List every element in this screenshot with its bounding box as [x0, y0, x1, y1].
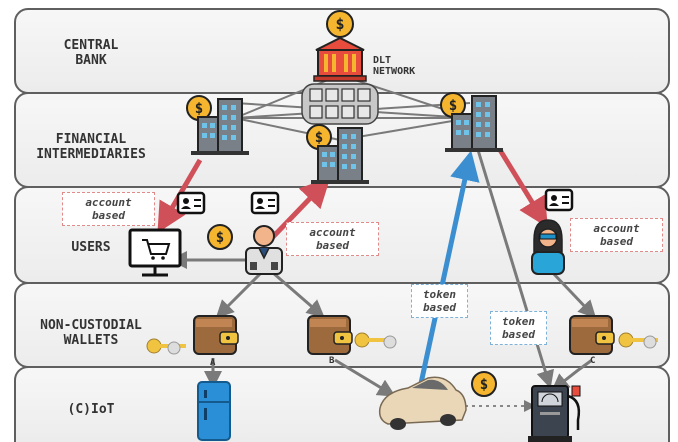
key-icon	[618, 332, 658, 349]
svg-text:$: $	[195, 101, 203, 117]
note-token-based-1: token based	[411, 284, 468, 318]
layer-label-iot: (C)IoT	[67, 402, 115, 417]
wallet-icon	[193, 315, 239, 355]
svg-text:$: $	[449, 98, 457, 114]
layer-label-users: USERS	[71, 240, 111, 255]
note-account-based-right: account based	[570, 218, 663, 252]
note-token-based-2: token based	[490, 311, 547, 345]
bank-building-icon: $	[306, 124, 369, 184]
token-arrow-blue	[417, 150, 480, 389]
layer-label-wallets: NON-CUSTODIAL WALLETS	[40, 318, 142, 348]
wallet-label-a: A	[210, 358, 216, 368]
shopping-terminal-icon	[128, 228, 182, 277]
bank-building-icon: $	[440, 92, 503, 152]
layer-label-financial-intermediaries: FINANCIAL INTERMEDIARIES	[36, 132, 146, 162]
dollar-coin-icon: $	[207, 224, 233, 250]
svg-text:$: $	[315, 130, 323, 146]
account-arrow-left	[157, 158, 203, 233]
user-to-wallet-a-arrow	[215, 270, 264, 319]
svg-text:$: $	[335, 15, 344, 33]
fuel-pump-icon	[528, 385, 581, 442]
account-arrow-mid	[268, 177, 331, 242]
note-account-based-left: account based	[62, 192, 155, 226]
central-bank-icon: $	[313, 10, 367, 82]
layer-label-central-bank: CENTRAL BANK	[63, 38, 119, 68]
wallet-label-b: B	[329, 356, 335, 366]
fridge-icon	[197, 381, 231, 441]
wallet-icon	[307, 315, 353, 355]
woman-to-wallet-c-arrow	[550, 270, 597, 319]
note-account-based-mid: account based	[286, 222, 379, 256]
id-card-icon	[176, 191, 206, 215]
user-to-wallet-b-arrow	[271, 270, 325, 318]
key-icon	[354, 332, 397, 349]
id-card-icon	[250, 191, 280, 215]
wallet-label-c: C	[590, 356, 596, 366]
account-arrow-right	[497, 148, 548, 228]
wallet-b-to-car-arrow	[334, 358, 396, 397]
svg-text:$: $	[480, 377, 488, 393]
user-woman-icon	[531, 219, 565, 275]
dlt-network-label: DLT NETWORK	[373, 55, 416, 77]
wallet-c-to-pump-arrow	[551, 358, 593, 392]
svg-text:$: $	[216, 230, 224, 246]
car-icon	[378, 376, 467, 430]
wallet-icon	[569, 315, 615, 355]
dollar-coin-icon: $	[471, 371, 497, 397]
key-icon	[146, 338, 186, 355]
user-man-icon	[245, 225, 283, 275]
id-card-icon	[544, 188, 574, 212]
bank-building-icon: $	[186, 95, 249, 155]
dlt-network-icon	[301, 83, 379, 125]
